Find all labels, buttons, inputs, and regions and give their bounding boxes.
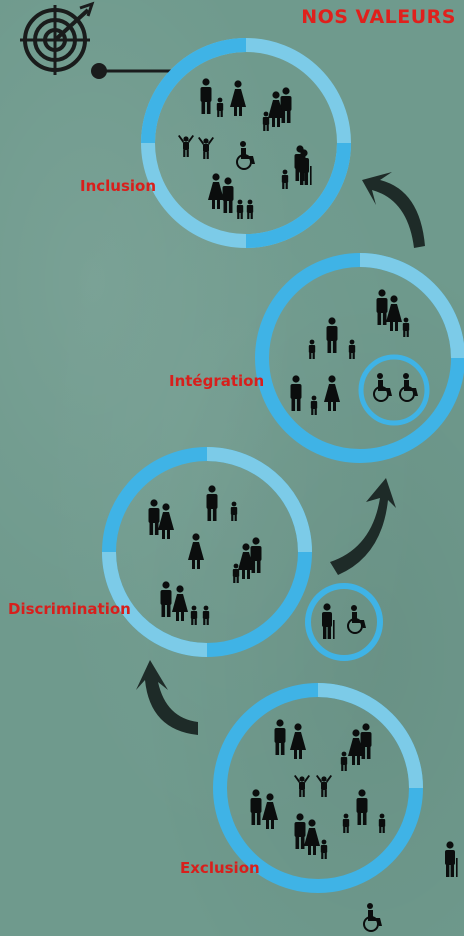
curved-arrow-icon [330, 478, 396, 575]
ring-small-discrimination [305, 583, 383, 661]
target-icon [20, 1, 95, 75]
page-title: NOS VALEURS [301, 6, 456, 28]
curved-arrow-icon [362, 172, 425, 248]
people-figures-icon [250, 719, 386, 859]
label-integration: Intégration [169, 372, 265, 390]
ring-discrimination [102, 447, 312, 657]
ring-integration [255, 253, 464, 463]
ring-inclusion [141, 38, 351, 248]
label-inclusion: Inclusion [80, 177, 157, 195]
connector-line [91, 63, 178, 79]
curved-arrow-icon [136, 660, 198, 735]
ring-exclusion [213, 683, 423, 893]
label-exclusion: Exclusion [180, 859, 260, 877]
wheelchair-user-icon [322, 603, 367, 639]
people-figures-icon [178, 78, 312, 219]
wheelchair-user-icon [363, 841, 458, 932]
label-discrimination: Discrimination [8, 600, 131, 618]
wheelchair-user-icon [373, 372, 419, 402]
people-figures-icon [290, 289, 410, 415]
people-figures-icon [148, 485, 262, 625]
ring-small-integration [358, 354, 430, 426]
